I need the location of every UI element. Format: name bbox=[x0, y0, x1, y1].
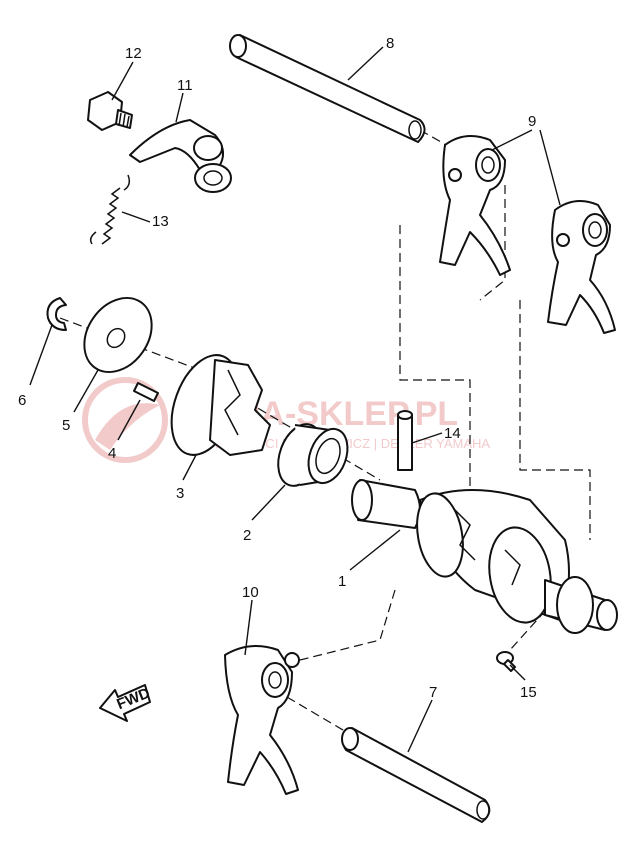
callout-1: 1 bbox=[338, 573, 346, 590]
callout-12: 12 bbox=[125, 45, 142, 62]
callout-8: 8 bbox=[386, 35, 394, 52]
callout-11: 11 bbox=[177, 77, 193, 94]
part-7-shift-fork-shaft bbox=[341, 727, 491, 823]
callout-7: 7 bbox=[429, 684, 437, 701]
part-8-shift-fork-shaft bbox=[229, 34, 426, 143]
callout-9: 9 bbox=[528, 113, 536, 130]
part-5-washer bbox=[83, 296, 153, 374]
part-9-shift-fork-b bbox=[547, 200, 616, 334]
callout-2: 2 bbox=[243, 527, 251, 544]
part-4-dowel-pin bbox=[133, 382, 159, 402]
part-6-circlip bbox=[46, 297, 67, 331]
callout-13: 13 bbox=[152, 213, 169, 230]
callout-4: 4 bbox=[108, 445, 116, 462]
callout-15: 15 bbox=[520, 684, 537, 701]
fwd-arrow-icon: FWD bbox=[99, 684, 153, 722]
part-15-screw bbox=[496, 651, 516, 672]
part-14-pin bbox=[397, 410, 413, 471]
part-3-segment bbox=[170, 354, 271, 456]
part-1-shift-drum bbox=[351, 479, 618, 634]
part-10-shift-fork bbox=[224, 645, 300, 795]
callout-6: 6 bbox=[18, 392, 26, 409]
watermark-logo bbox=[82, 377, 168, 463]
watermark-logo-swoosh bbox=[95, 403, 160, 450]
callout-14: 14 bbox=[444, 425, 461, 442]
part-2-bearing bbox=[277, 423, 349, 487]
part-13-spring bbox=[89, 174, 131, 245]
part-9-shift-fork-a bbox=[439, 135, 511, 276]
callout-3: 3 bbox=[176, 485, 184, 502]
callout-10: 10 bbox=[242, 584, 259, 601]
callouts: 12 11 13 8 9 6 5 4 3 2 14 1 bbox=[18, 35, 561, 753]
callout-5: 5 bbox=[62, 417, 70, 434]
part-11-stopper-lever bbox=[129, 119, 232, 193]
part-12-bolt bbox=[87, 91, 133, 131]
